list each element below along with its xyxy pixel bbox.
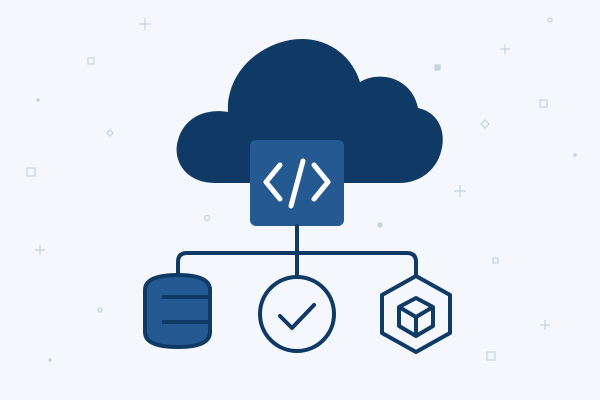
code-icon: [250, 140, 344, 226]
cube-hexagon-icon: [380, 274, 452, 354]
database-icon: [143, 272, 212, 350]
background-decorations: [26, 17, 577, 362]
cloud-icon: [176, 38, 443, 183]
check-circle-icon: [258, 275, 336, 353]
connector-lines: [176, 224, 418, 278]
